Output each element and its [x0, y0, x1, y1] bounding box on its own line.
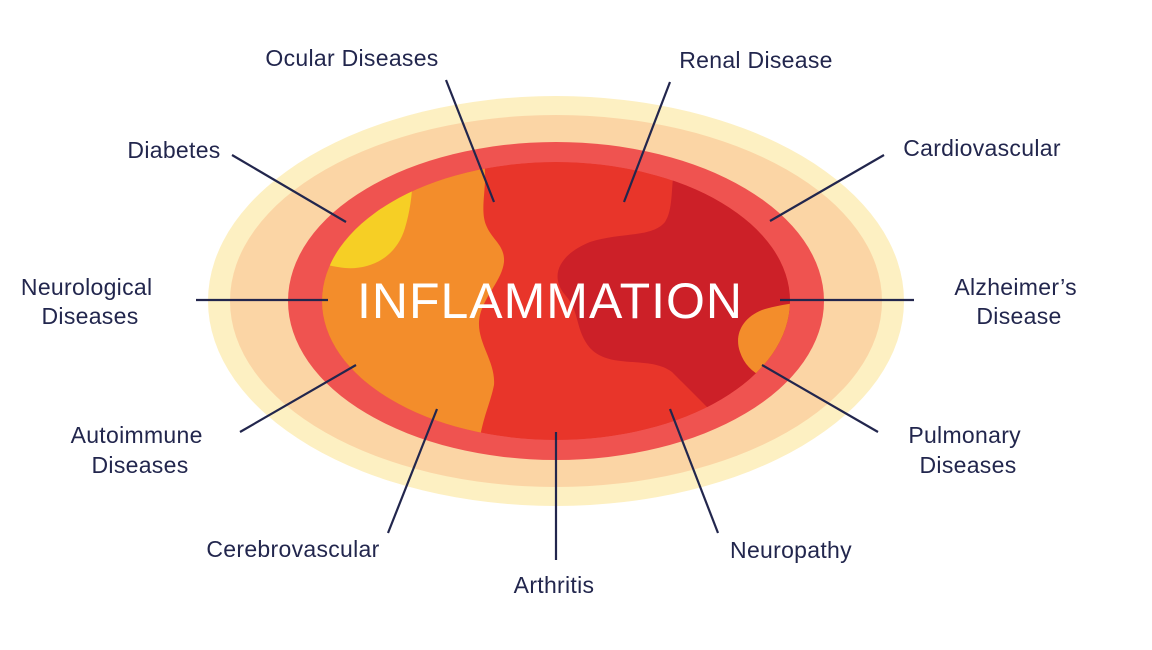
label-renal-disease: Renal Disease [679, 47, 832, 73]
center-title: INFLAMMATION [357, 273, 743, 329]
leader-line-diabetes [231, 154, 347, 223]
label-diabetes: Diabetes [127, 137, 220, 163]
label-arthritis: Arthritis [514, 572, 595, 598]
leader-line-autoimmune [239, 364, 357, 433]
leader-line-cerebrovascular [386, 408, 439, 534]
leader-line-ocular [444, 79, 496, 203]
label-neuropathy: Neuropathy [730, 537, 852, 563]
label-pulmonary-diseases: Pulmonary Diseases [908, 422, 1027, 478]
label-cardiovascular: Cardiovascular [903, 135, 1061, 161]
label-autoimmune-diseases: Autoimmune Diseases [71, 422, 210, 478]
orange-spot-right [738, 300, 790, 383]
leader-line-pulmonary [761, 364, 879, 433]
leader-lines [196, 79, 914, 560]
leader-line-neuropathy [668, 408, 720, 534]
label-cerebrovascular: Cerebrovascular [206, 536, 379, 562]
leader-line-renal [622, 81, 672, 203]
label-neurological-diseases: Neurological Diseases [21, 274, 159, 329]
label-ocular-diseases: Ocular Diseases [265, 45, 438, 71]
disease-labels: Ocular Diseases Renal Disease Diabetes C… [21, 45, 1083, 598]
label-alzheimers-disease: Alzheimer’s Disease [954, 274, 1083, 329]
leader-line-cardiovascular [769, 154, 885, 222]
